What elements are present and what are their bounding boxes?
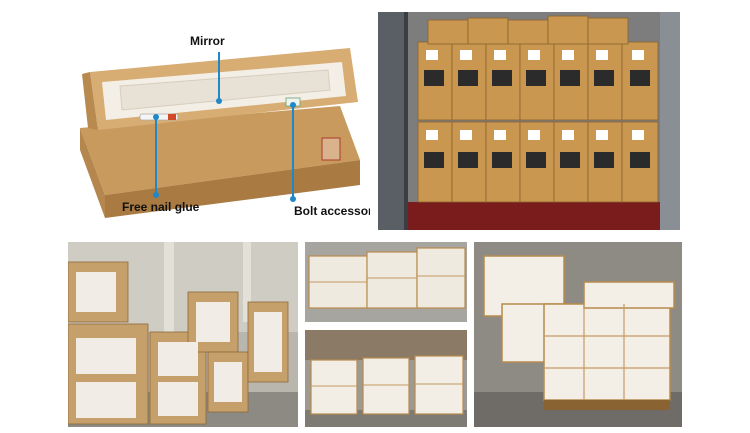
- mirror-callout-line: [218, 52, 220, 100]
- bolt-callout-end-dot: [290, 196, 296, 202]
- bolt-callout-dot: [290, 102, 296, 108]
- pallet-crates-photo-top: [305, 242, 467, 322]
- free-nail-glue-label: Free nail glue: [122, 200, 200, 214]
- bolt-accessories-label: Bolt accessories: [294, 204, 370, 218]
- glue-callout-end-dot: [153, 192, 159, 198]
- packaging-diagram-panel: Mirror Free nail glue Bolt accessories: [60, 10, 370, 225]
- glue-callout-line: [155, 118, 157, 194]
- warehouse-stock-photo: [68, 242, 298, 427]
- mirror-label: Mirror: [190, 34, 225, 48]
- open-box-illustration: [80, 48, 360, 218]
- container-loading-photo: [378, 12, 680, 230]
- bolt-callout-line: [292, 106, 294, 198]
- glue-callout-dot: [153, 114, 159, 120]
- crate-stack-closeup-photo: [474, 242, 682, 427]
- pallet-crates-photo-bottom: [305, 330, 467, 427]
- mirror-callout-dot: [216, 98, 222, 104]
